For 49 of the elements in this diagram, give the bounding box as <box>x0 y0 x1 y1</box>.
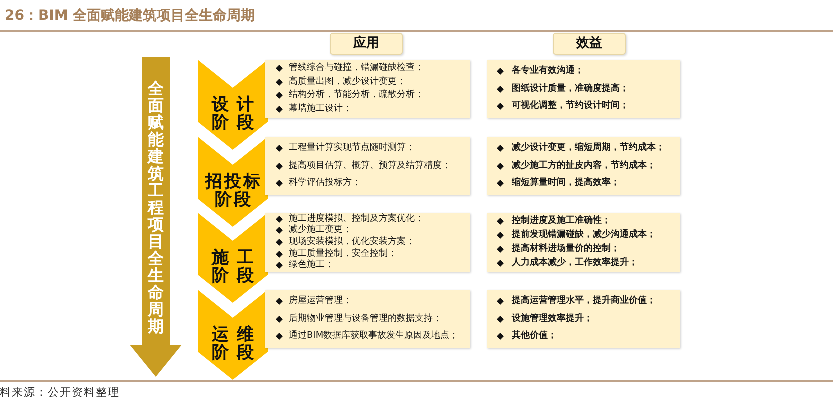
list-item-text: 提高项目估算、概算、预算及结算精度； <box>289 160 451 172</box>
list-item-text: 现场安装模拟，优化安装方案； <box>289 236 415 248</box>
list-item-text: 提高运营管理水平，提升商业价值； <box>512 296 656 308</box>
list-item-text: 科学评估投标方； <box>289 178 361 189</box>
list-item-text: 其他价值； <box>512 330 557 342</box>
list-item-text: 高质量出图，减少设计变更； <box>289 76 406 88</box>
info-panel <box>265 60 470 118</box>
stage-label: 招投标阶段 <box>204 173 264 209</box>
info-panel <box>487 137 680 195</box>
stage-banner <box>198 213 268 303</box>
source-note: 料来源：公开资料整理 <box>0 386 120 400</box>
list-item-text: 缩短算量时间，提高效率； <box>512 178 620 189</box>
arrow-label: 全面赋能建筑工程项目全生命周期 <box>147 80 165 335</box>
list-item-text: 提前发现错漏碰缺，减少沟通成本； <box>512 230 656 241</box>
stage-label: 施工阶段 <box>210 249 263 285</box>
column-header: 效益 <box>553 33 626 55</box>
list-item-text: 减少施工方的扯皮内容，节约成本； <box>512 160 656 172</box>
info-panel <box>487 290 680 348</box>
info-panel <box>487 60 680 118</box>
info-panel <box>265 213 470 272</box>
list-item-text: 减少设计变更，缩短周期，节约成本； <box>512 143 665 154</box>
stage-banner <box>198 60 268 150</box>
list-item-text: 图纸设计质量，准确度提高； <box>512 84 629 94</box>
info-panel <box>487 213 680 272</box>
down-arrow <box>130 57 182 377</box>
list-item-text: 控制进度及施工准确性； <box>512 216 611 227</box>
list-item-text: 设施管理效率提升； <box>512 314 593 324</box>
list-item-text: 结构分析，节能分析，疏散分析； <box>289 90 424 102</box>
stage-banner <box>198 290 268 380</box>
list-item-text: 人力成本减少，工作效率提升； <box>512 258 638 269</box>
column-header: 应用 <box>330 33 403 55</box>
list-item-text: 管线综合与碰撞，错漏碰缺检查； <box>289 62 424 74</box>
list-item-text: 可视化调整，节约设计时间； <box>512 100 629 112</box>
list-item-text: 绿色施工； <box>289 260 334 272</box>
list-item-text: 施工进度模拟、控制及方案优化； <box>289 214 424 224</box>
list-item-text: 房屋运营管理； <box>289 296 352 308</box>
stage-label: 运维阶段 <box>211 326 263 362</box>
stage-label: 设计阶段 <box>210 96 263 132</box>
list-item-text: 各专业有效沟通； <box>512 66 584 78</box>
list-item-text: 减少施工变更； <box>289 225 352 236</box>
list-item-text: 后期物业管理与设备管理的数据支持； <box>289 314 442 324</box>
list-item-text: 施工质量控制，安全控制； <box>289 248 397 260</box>
list-item-text: 工程量计算实现节点随时测算； <box>289 143 415 154</box>
list-item-text: 通过BIM数据库获取事故发生原因及地点； <box>289 330 459 342</box>
list-item-text: 幕墙施工设计； <box>289 104 352 116</box>
info-panel <box>265 290 470 348</box>
title-text: 26：BIM 全面赋能建筑项目全生命周期 <box>5 7 256 25</box>
info-panel <box>265 137 470 195</box>
list-item-text: 提高材料进场量价的控制； <box>512 244 620 255</box>
